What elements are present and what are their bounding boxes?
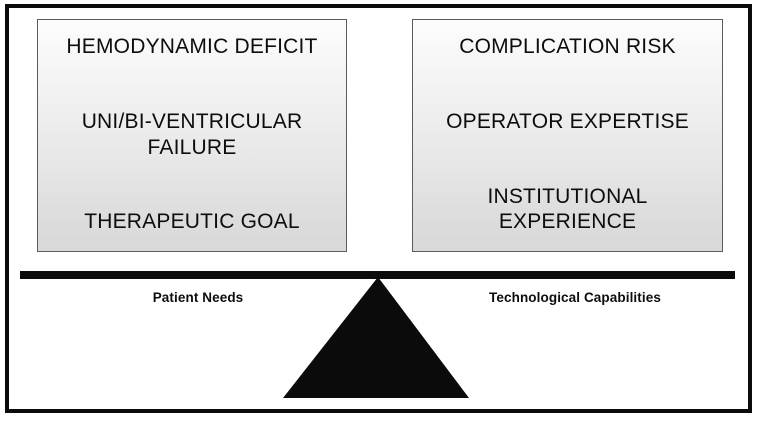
right-pan-box: COMPLICATION RISK OPERATOR EXPERTISE INS… [412, 19, 723, 252]
right-pan-item-1: COMPLICATION RISK [459, 35, 676, 58]
right-pan-item-3: INSTITUTIONAL EXPERIENCE [487, 184, 648, 234]
right-pan-label: Technological Capabilities [489, 290, 661, 305]
right-pan-item-2: OPERATOR EXPERTISE [446, 109, 689, 133]
left-pan-label: Patient Needs [152, 290, 244, 305]
left-pan-item-1: HEMODYNAMIC DEFICIT [66, 35, 318, 58]
fulcrum-triangle-icon [283, 277, 469, 399]
fulcrum-triangle-svg [283, 277, 469, 398]
left-pan-item-3: THERAPEUTIC GOAL [84, 210, 300, 234]
left-pan-box: HEMODYNAMIC DEFICIT UNI/BI-VENTRICULAR F… [37, 19, 347, 252]
outer-frame-border [5, 4, 752, 413]
balance-beam [20, 271, 735, 279]
left-pan-item-2: UNI/BI-VENTRICULAR FAILURE [81, 109, 303, 159]
